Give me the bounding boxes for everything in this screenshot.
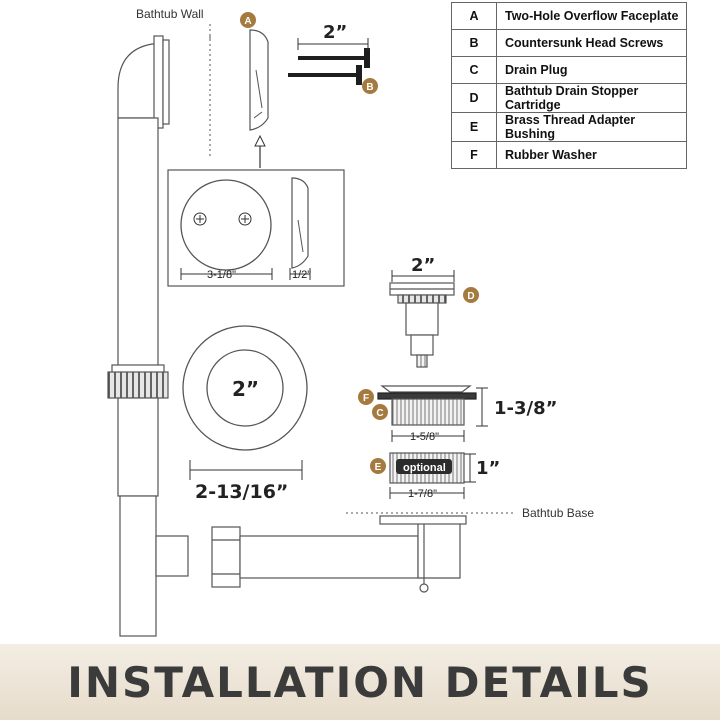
legend-name: Rubber Washer — [496, 141, 687, 169]
legend-row: A Two-Hole Overflow Faceplate — [451, 2, 687, 30]
countersunk-screws — [288, 48, 370, 85]
legend-row: C Drain Plug — [451, 56, 687, 84]
drain-plug-body — [377, 385, 477, 426]
drain-thread-label: 1-5/8" — [410, 431, 439, 443]
bushing-height-label: 1” — [476, 458, 500, 479]
badge-b: B — [362, 78, 378, 94]
legend-name: Brass Thread Adapter Bushing — [496, 112, 687, 142]
legend-key: E — [451, 112, 497, 142]
overflow-pipe-assembly — [107, 35, 189, 637]
faceplate-detail-box — [167, 169, 345, 287]
legend-row: D Bathtub Drain Stopper Cartridge — [451, 83, 687, 113]
horizontal-pipe — [239, 535, 419, 579]
faceplate-side-view — [249, 29, 269, 131]
legend-key: D — [451, 83, 497, 113]
legend-row: B Countersunk Head Screws — [451, 29, 687, 57]
legend-key: A — [451, 2, 497, 30]
title-banner: INSTALLATION DETAILS — [0, 644, 720, 720]
faceplate-front — [180, 179, 272, 271]
legend-name: Drain Plug — [496, 56, 687, 84]
slip-nut-lower — [211, 526, 241, 588]
badge-b-letter: B — [366, 82, 373, 93]
stopper-cartridge — [389, 282, 455, 368]
overflow-elbow — [117, 43, 159, 119]
badge-a-letter: A — [244, 16, 251, 27]
upper-pipe — [117, 117, 159, 371]
screw-length-label: 2” — [323, 22, 347, 43]
optional-tag-bg — [396, 459, 452, 474]
tee-side-outlet — [155, 535, 189, 577]
badge-e-letter: E — [375, 462, 382, 473]
bathtub-base-label: Bathtub Base — [522, 506, 594, 520]
badge-f-letter: F — [363, 393, 369, 404]
legend-key: C — [451, 56, 497, 84]
badge-f: F — [358, 389, 374, 405]
slip-nut-upper — [107, 371, 169, 399]
drain-shoe-flange — [379, 515, 467, 525]
plug-cap-label: 2” — [411, 255, 435, 276]
stopper-rod-end — [419, 583, 429, 593]
bushing-width-label: 1-7/8" — [408, 488, 437, 500]
legend-name: Two-Hole Overflow Faceplate — [496, 2, 687, 30]
drain-pipe-assembly — [211, 515, 467, 593]
lower-pipe — [117, 397, 159, 497]
badge-e: E — [370, 458, 386, 474]
drain-flange-ring — [182, 325, 308, 480]
badge-d-letter: D — [467, 291, 474, 302]
legend-row: F Rubber Washer — [451, 141, 687, 169]
banner-title: INSTALLATION DETAILS — [67, 657, 653, 707]
rubber-washer — [377, 392, 477, 400]
elbow-flange — [153, 35, 164, 129]
bathtub-wall-label: Bathtub Wall — [136, 7, 204, 21]
assembly-arrow-head — [254, 134, 266, 147]
tee-body — [119, 495, 157, 637]
legend-name: Bathtub Drain Stopper Cartridge — [496, 83, 687, 113]
badge-c: C — [372, 404, 388, 420]
legend-name: Countersunk Head Screws — [496, 29, 687, 57]
legend-key: F — [451, 141, 497, 169]
faceplate-depth-label: 1/2" — [292, 269, 311, 281]
drain-thread — [391, 398, 465, 426]
drain-outer-label: 2-13/16” — [195, 481, 288, 503]
faceplate-profile — [291, 177, 309, 269]
parts-legend-table: A Two-Hole Overflow Faceplate B Counters… — [451, 2, 687, 169]
badge-a: A — [240, 12, 256, 28]
wall-gasket — [162, 39, 170, 125]
faceplate-width-label: 3-1/8" — [207, 269, 236, 281]
badge-d: D — [463, 287, 479, 303]
drain-inner-label: 2” — [232, 377, 259, 401]
drain-height-label: 1-3/8” — [494, 398, 557, 419]
legend-row: E Brass Thread Adapter Bushing — [451, 112, 687, 142]
badge-c-letter: C — [376, 408, 383, 419]
legend-key: B — [451, 29, 497, 57]
optional-tag: optional — [403, 462, 446, 474]
